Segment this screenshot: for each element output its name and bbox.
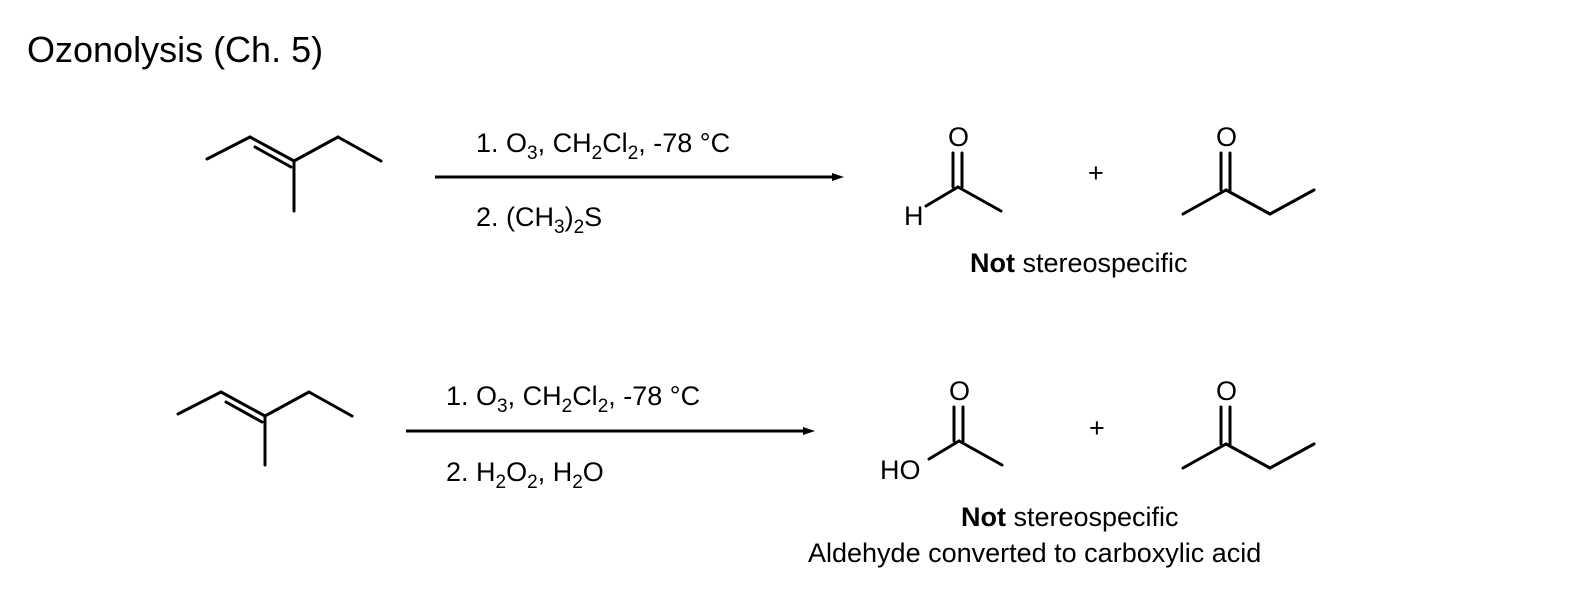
aldehyde-hydrogen: H — [904, 201, 924, 231]
reagent-step-1: 1. O3, CH2Cl2, -78 °C — [446, 381, 700, 417]
carbonyl-oxygen: O — [948, 122, 969, 152]
page-title: Ozonolysis (Ch. 5) — [27, 29, 324, 70]
plus-sign-1: + — [1088, 158, 1104, 188]
reaction-1: 1. O3, CH2Cl2, -78 °C 2. (CH3)2S O H + O… — [205, 122, 1316, 278]
product-acetic-acid: O HO — [880, 376, 1004, 485]
reagent-step-2: 2. H2O2, H2O — [446, 457, 604, 493]
product-butanone-1: O — [1181, 122, 1316, 216]
reagent-step-2: 2. (CH3)2S — [476, 202, 602, 238]
hydroxyl-group: HO — [880, 455, 921, 485]
carbonyl-oxygen: O — [1216, 122, 1237, 152]
carbonyl-oxygen: O — [949, 376, 970, 406]
product-butanone-2: O — [1181, 376, 1316, 470]
reaction-2: 1. O3, CH2Cl2, -78 °C 2. H2O2, H2O O HO … — [176, 376, 1316, 568]
carbonyl-oxygen: O — [1216, 376, 1237, 406]
plus-sign-2: + — [1089, 413, 1105, 443]
stereo-note-2: Not stereospecific — [961, 502, 1179, 532]
stereo-note-1: Not stereospecific — [970, 248, 1188, 278]
oxidation-note: Aldehyde converted to carboxylic acid — [808, 538, 1261, 568]
product-acetaldehyde: O H — [904, 122, 1003, 231]
reactant-alkene-1 — [205, 135, 383, 213]
reactant-alkene-2 — [176, 390, 354, 467]
reagent-step-1: 1. O3, CH2Cl2, -78 °C — [476, 128, 730, 164]
